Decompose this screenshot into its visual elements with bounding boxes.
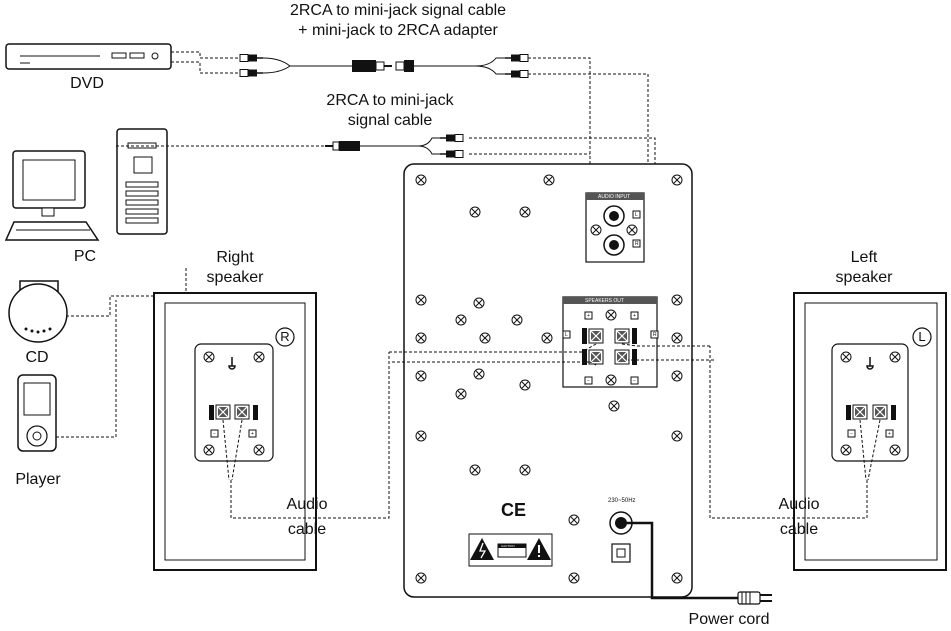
speakers-out-panel: [562, 296, 659, 388]
dvd-player-icon: [5, 43, 172, 70]
left-speaker-back-panel: [793, 292, 947, 571]
cd-label: CD: [25, 349, 49, 366]
speakers-out-plus-right: +: [633, 313, 636, 319]
audio-cable-left-label-line2: cable: [287, 521, 327, 538]
media-player-icon: [17, 374, 57, 452]
dvd-signal-cable: [171, 51, 505, 75]
audio-cable-right-label-line2: cable: [779, 521, 819, 538]
left-speaker-label-line1: Left: [850, 249, 878, 266]
speakers-out-title: SPEAKERS OUT: [585, 298, 624, 304]
caution-text: CAUTION: [501, 544, 515, 548]
speakers-out-minus-left: −: [587, 378, 590, 384]
left-speaker-badge: L: [918, 329, 926, 344]
right-speaker-label-line1: Right: [216, 249, 254, 266]
audio-input-right-label: R: [635, 241, 639, 247]
cable-top-label-line2: + mini-jack to 2RCA adapter: [298, 22, 498, 39]
left-speaker-minus: −: [850, 431, 853, 437]
right-speaker-plus: +: [251, 431, 254, 437]
right-speaker-badge: R: [280, 329, 290, 344]
power-cord-label: Power cord: [688, 611, 770, 628]
pc-signal-cable: [116, 137, 656, 330]
speakers-out-left-label: L: [565, 332, 568, 338]
computer-tower-icon: [116, 128, 168, 235]
audio-input-panel: [585, 192, 645, 263]
right-speaker-label-line2: speaker: [206, 269, 264, 286]
right-speaker-back-panel: [153, 292, 317, 571]
power-switch-icon: [611, 543, 631, 563]
left-speaker-label-line2: speaker: [835, 269, 893, 286]
subwoofer-back-panel: [403, 163, 693, 598]
mini-jack-plug-icon: [325, 141, 360, 151]
speakers-out-minus-right: −: [633, 378, 636, 384]
audio-input-left-label: L: [635, 212, 638, 218]
cd-player-icon: [8, 280, 68, 343]
cable-top-label-line1: 2RCA to mini-jack signal cable: [289, 2, 507, 19]
mini-jack-adapter-icon: [352, 60, 414, 72]
computer-monitor-icon: [4, 150, 100, 241]
caution-label-icon: [468, 533, 553, 567]
left-speaker-plus: +: [888, 431, 891, 437]
ce-mark: CE: [501, 500, 527, 520]
audio-input-title: AUDIO INPUT: [598, 194, 631, 200]
cable-mid-label-line2: signal cable: [347, 112, 433, 129]
power-plug-icon: [737, 591, 772, 605]
right-speaker-minus: −: [213, 431, 216, 437]
pc-label: PC: [73, 248, 97, 265]
voltage-label: 230~50Hz: [608, 498, 636, 504]
speakers-out-plus-left: +: [587, 313, 590, 319]
dvd-label: DVD: [70, 75, 104, 92]
speakers-out-right-label: R: [653, 332, 657, 338]
player-label: Player: [15, 471, 61, 488]
audio-cable-right-label-line1: Audio: [778, 496, 820, 513]
cable-mid-label-line1: 2RCA to mini-jack: [326, 92, 454, 109]
audio-cable-left-label-line1: Audio: [286, 496, 328, 513]
